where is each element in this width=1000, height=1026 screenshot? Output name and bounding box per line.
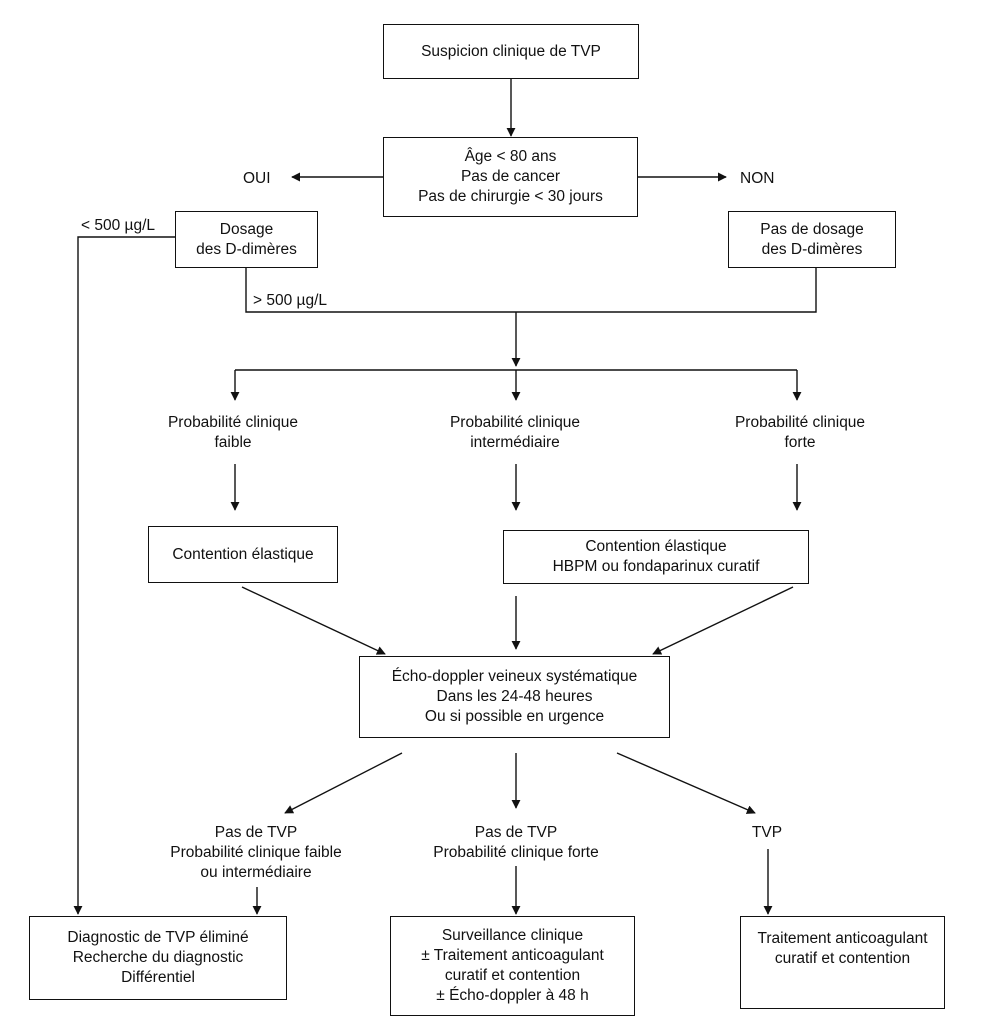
box-treatment: Traitement anticoagulant curatif et conte… xyxy=(740,916,945,1009)
text-line: des D-dimères xyxy=(761,240,863,258)
text-line: Contention élastique xyxy=(585,538,727,555)
box-no-dosage: Pas de dosage des D-dimères xyxy=(728,211,896,268)
line-above-500-merge xyxy=(245,268,817,313)
arrow-echo-to-tvp xyxy=(616,752,756,814)
box-suspicion: Suspicion clinique de TVP xyxy=(383,24,639,79)
arrow-right-to-echo xyxy=(652,586,794,655)
text-line: Pas de TVP xyxy=(474,824,558,841)
text-line: forte xyxy=(784,434,816,451)
label-non: NON xyxy=(740,170,775,187)
text-line: Pas de cancer xyxy=(460,168,561,185)
text-line: Dans les 24-48 heures xyxy=(436,688,593,705)
label-tvp: TVP xyxy=(751,824,783,841)
label-above-500: > 500 µg/L xyxy=(253,292,328,309)
text-line: Pas de TVP xyxy=(214,824,298,841)
label-below-500: < 500 µg/L xyxy=(81,217,156,234)
text-line: Probabilité clinique xyxy=(734,414,866,431)
label-oui: OUI xyxy=(243,170,271,187)
text-line: Contention élastique xyxy=(172,545,314,563)
text-line: Probabilité clinique xyxy=(449,414,581,431)
text-line: Pas de dosage xyxy=(760,220,864,238)
text-line: Probabilité clinique faible xyxy=(170,844,342,861)
text-line: Surveillance clinique xyxy=(441,927,584,944)
text-line: Probabilité clinique forte xyxy=(433,844,599,861)
text-line: Différentiel xyxy=(121,969,195,986)
text-line: Traitement anticoagulant xyxy=(757,930,928,947)
label-no-tvp-low: Pas de TVP Probabilité clinique faible ou … xyxy=(170,823,341,883)
text-line: Diagnostic de TVP éliminé xyxy=(67,929,249,946)
text-line: des D-dimères xyxy=(196,240,297,258)
text-line: ± Traitement anticoagulant xyxy=(421,947,604,964)
text-line: Suspicion clinique de TVP xyxy=(421,42,601,60)
text-line: Ou si possible en urgence xyxy=(424,708,605,725)
text-line: ou intermédiaire xyxy=(200,864,312,881)
text-line: curatif et contention xyxy=(774,950,911,967)
text-line: intermédiaire xyxy=(470,434,560,451)
box-surveillance: Surveillance clinique ± Traitement antico… xyxy=(390,916,635,1016)
text-line: faible xyxy=(214,434,252,451)
text-line: HBPM ou fondaparinux curatif xyxy=(552,558,760,575)
label-prob-high: Probabilité clinique forte xyxy=(735,413,865,453)
text-line: ± Écho-doppler à 48 h xyxy=(436,987,589,1004)
label-prob-mid: Probabilité clinique intermédiaire xyxy=(450,413,580,453)
label-prob-low: Probabilité clinique faible xyxy=(168,413,298,453)
text-line: Écho-doppler veineux systématique xyxy=(391,668,638,685)
label-no-tvp-high: Pas de TVP Probabilité clinique forte xyxy=(433,823,598,863)
box-dosage: Dosage des D-dimères xyxy=(175,211,318,268)
text-line: Recherche du diagnostic xyxy=(72,949,244,966)
text-line: curatif et contention xyxy=(444,967,581,984)
text-line: Probabilité clinique xyxy=(167,414,299,431)
arrow-contention-to-echo xyxy=(241,586,386,655)
text-line: Pas de chirurgie < 30 jours xyxy=(418,188,603,205)
line-below-500-to-eliminated xyxy=(73,236,175,915)
text-line: Âge < 80 ans xyxy=(464,148,557,165)
arrow-echo-to-no-tvp-low xyxy=(284,752,403,814)
text-line: Dosage xyxy=(219,220,274,238)
box-contention: Contention élastique xyxy=(148,526,338,583)
